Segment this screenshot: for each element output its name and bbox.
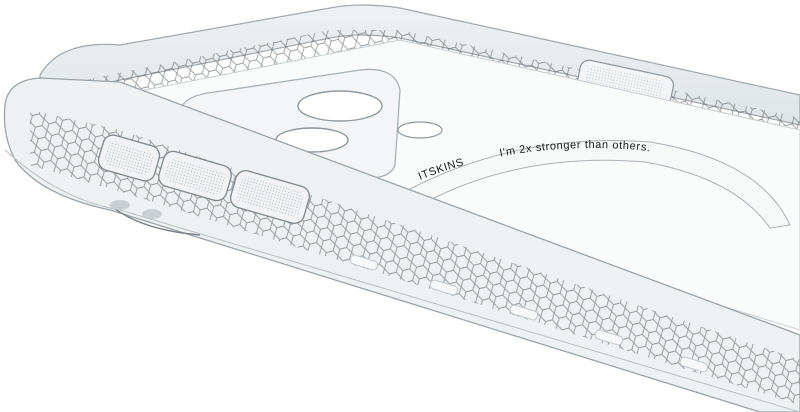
side-buttons — [97, 134, 311, 225]
near-rim — [3, 77, 800, 412]
edge-tabs — [349, 254, 709, 373]
lens-ring-1 — [297, 90, 383, 122]
lens-ring-3 — [397, 121, 443, 139]
